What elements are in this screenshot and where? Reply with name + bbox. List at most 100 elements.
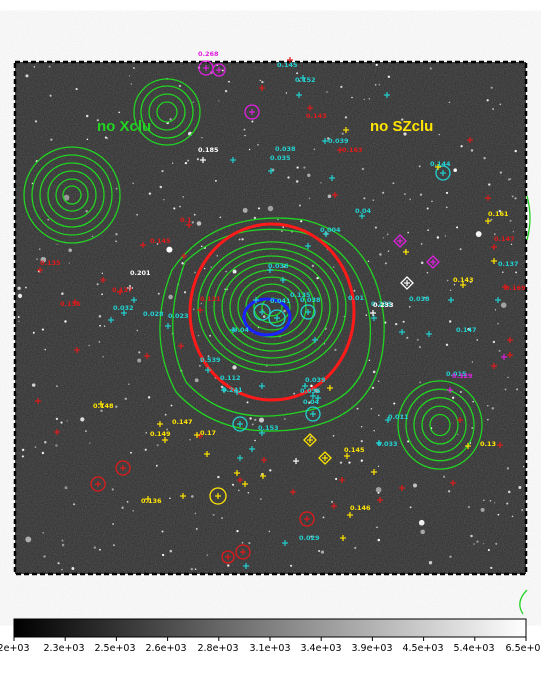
star [61,292,64,295]
star [132,182,134,184]
cross-marker [282,540,288,546]
cross-marker [234,389,240,395]
source-value-label: 0.233 [373,301,394,309]
star [194,271,196,274]
source-value-label: 0.039 [305,376,326,384]
colorbar-tick-label: 3.1e+03 [249,643,291,654]
star [507,376,509,379]
cross-marker [491,244,497,250]
star [103,325,106,327]
star [86,138,89,141]
cross-marker [501,354,507,360]
source-value-label: 0.032 [113,304,134,312]
star [501,271,504,274]
source-value-label: 0.029 [299,534,320,542]
star [378,83,381,86]
contour-ring [221,262,323,352]
source-value-label: 0.033 [377,440,398,448]
contour-ring [213,255,331,359]
source-value-label: 0.152 [295,76,316,84]
star [155,464,158,467]
star [403,132,407,136]
source-value-label: 0.145 [277,61,298,69]
star [483,156,486,160]
star [64,320,67,323]
star [115,233,118,236]
star [200,245,203,248]
star [482,499,485,502]
star [523,465,525,468]
star [409,506,412,509]
diamond-marker [318,451,332,465]
cross-marker [35,398,41,404]
star [193,213,196,216]
catalog-label-layer: 0.1450.1520.0390.0380.0350.040.0040.0360… [40,50,526,542]
cross-marker [485,195,491,201]
source-value-label: 0.04 [233,326,250,334]
star [467,327,470,331]
star [361,426,363,428]
cross-marker [495,297,501,303]
cross-marker [329,175,335,181]
star [48,65,51,68]
star [499,171,503,174]
cross-marker [447,387,453,393]
star [420,243,423,245]
circle-marker [209,487,227,505]
cross-marker [371,315,377,321]
star [55,417,59,421]
star [290,564,293,567]
star [161,553,165,557]
star [497,322,499,325]
star [356,407,359,410]
star [313,148,316,151]
colorbar-tick-label: 2.2e+03 [0,643,30,654]
star [427,229,430,231]
cross-marker [426,331,432,337]
source-value-label: 0.135 [290,291,311,299]
star [320,550,325,554]
star [339,461,343,464]
source-value-label: 0.041 [270,297,291,305]
star [424,296,426,299]
cross-marker [502,284,508,290]
star [148,192,152,195]
cross-marker [237,477,243,483]
star [509,178,512,180]
star [374,226,377,229]
contour-ring [405,388,475,462]
star [193,308,195,310]
star [121,506,124,509]
star [308,401,311,404]
star [93,546,97,549]
star [201,137,203,139]
contour-outer [159,217,385,432]
cross-marker [315,395,321,401]
source-value-label: 0.185 [198,146,219,154]
star [436,236,440,239]
star [32,331,35,334]
cross-marker [259,309,265,315]
contour-ring [39,162,105,228]
star [448,101,451,104]
star [257,207,261,210]
cross-marker [331,503,337,509]
star [224,89,228,93]
star [268,530,271,533]
source-value-label: 0.035 [270,154,291,162]
star [196,221,202,226]
cross-marker [384,92,390,98]
star [161,169,164,173]
source-value-label: 0.004 [320,226,341,234]
star [471,427,474,429]
star [156,444,159,447]
star [377,491,380,494]
star [445,206,448,209]
cross-marker [440,170,446,176]
star [251,423,254,426]
star [320,182,322,184]
contour-ring [253,290,291,324]
star [409,198,412,201]
star [327,137,330,140]
cross-marker [293,458,299,464]
